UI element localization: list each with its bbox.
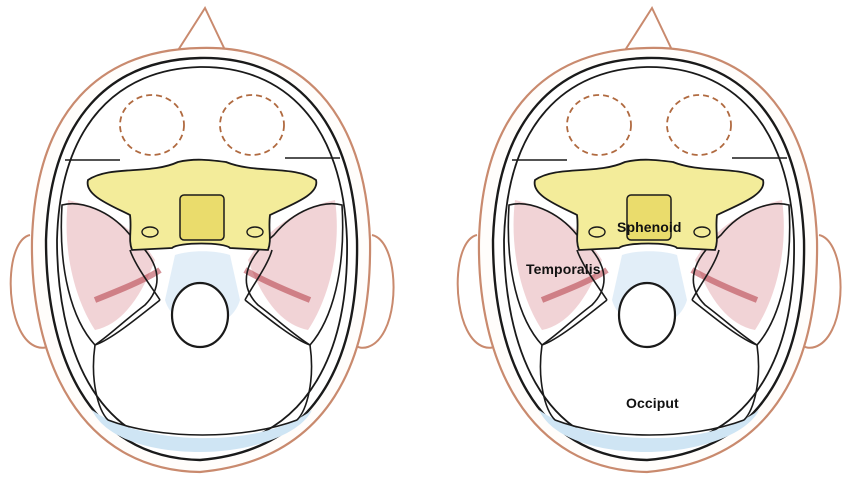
sella-turcica [180,195,224,240]
foramen-magnum [172,283,228,347]
occiput-label: Occiput [626,395,679,411]
foramen-magnum [619,283,675,347]
skull-group [11,8,394,472]
sphenoid-label: Sphenoid [617,219,682,235]
temporalis-label: Temporalis [526,261,601,277]
left-skull-illustration [0,0,427,486]
right-skull-illustration [427,0,854,486]
